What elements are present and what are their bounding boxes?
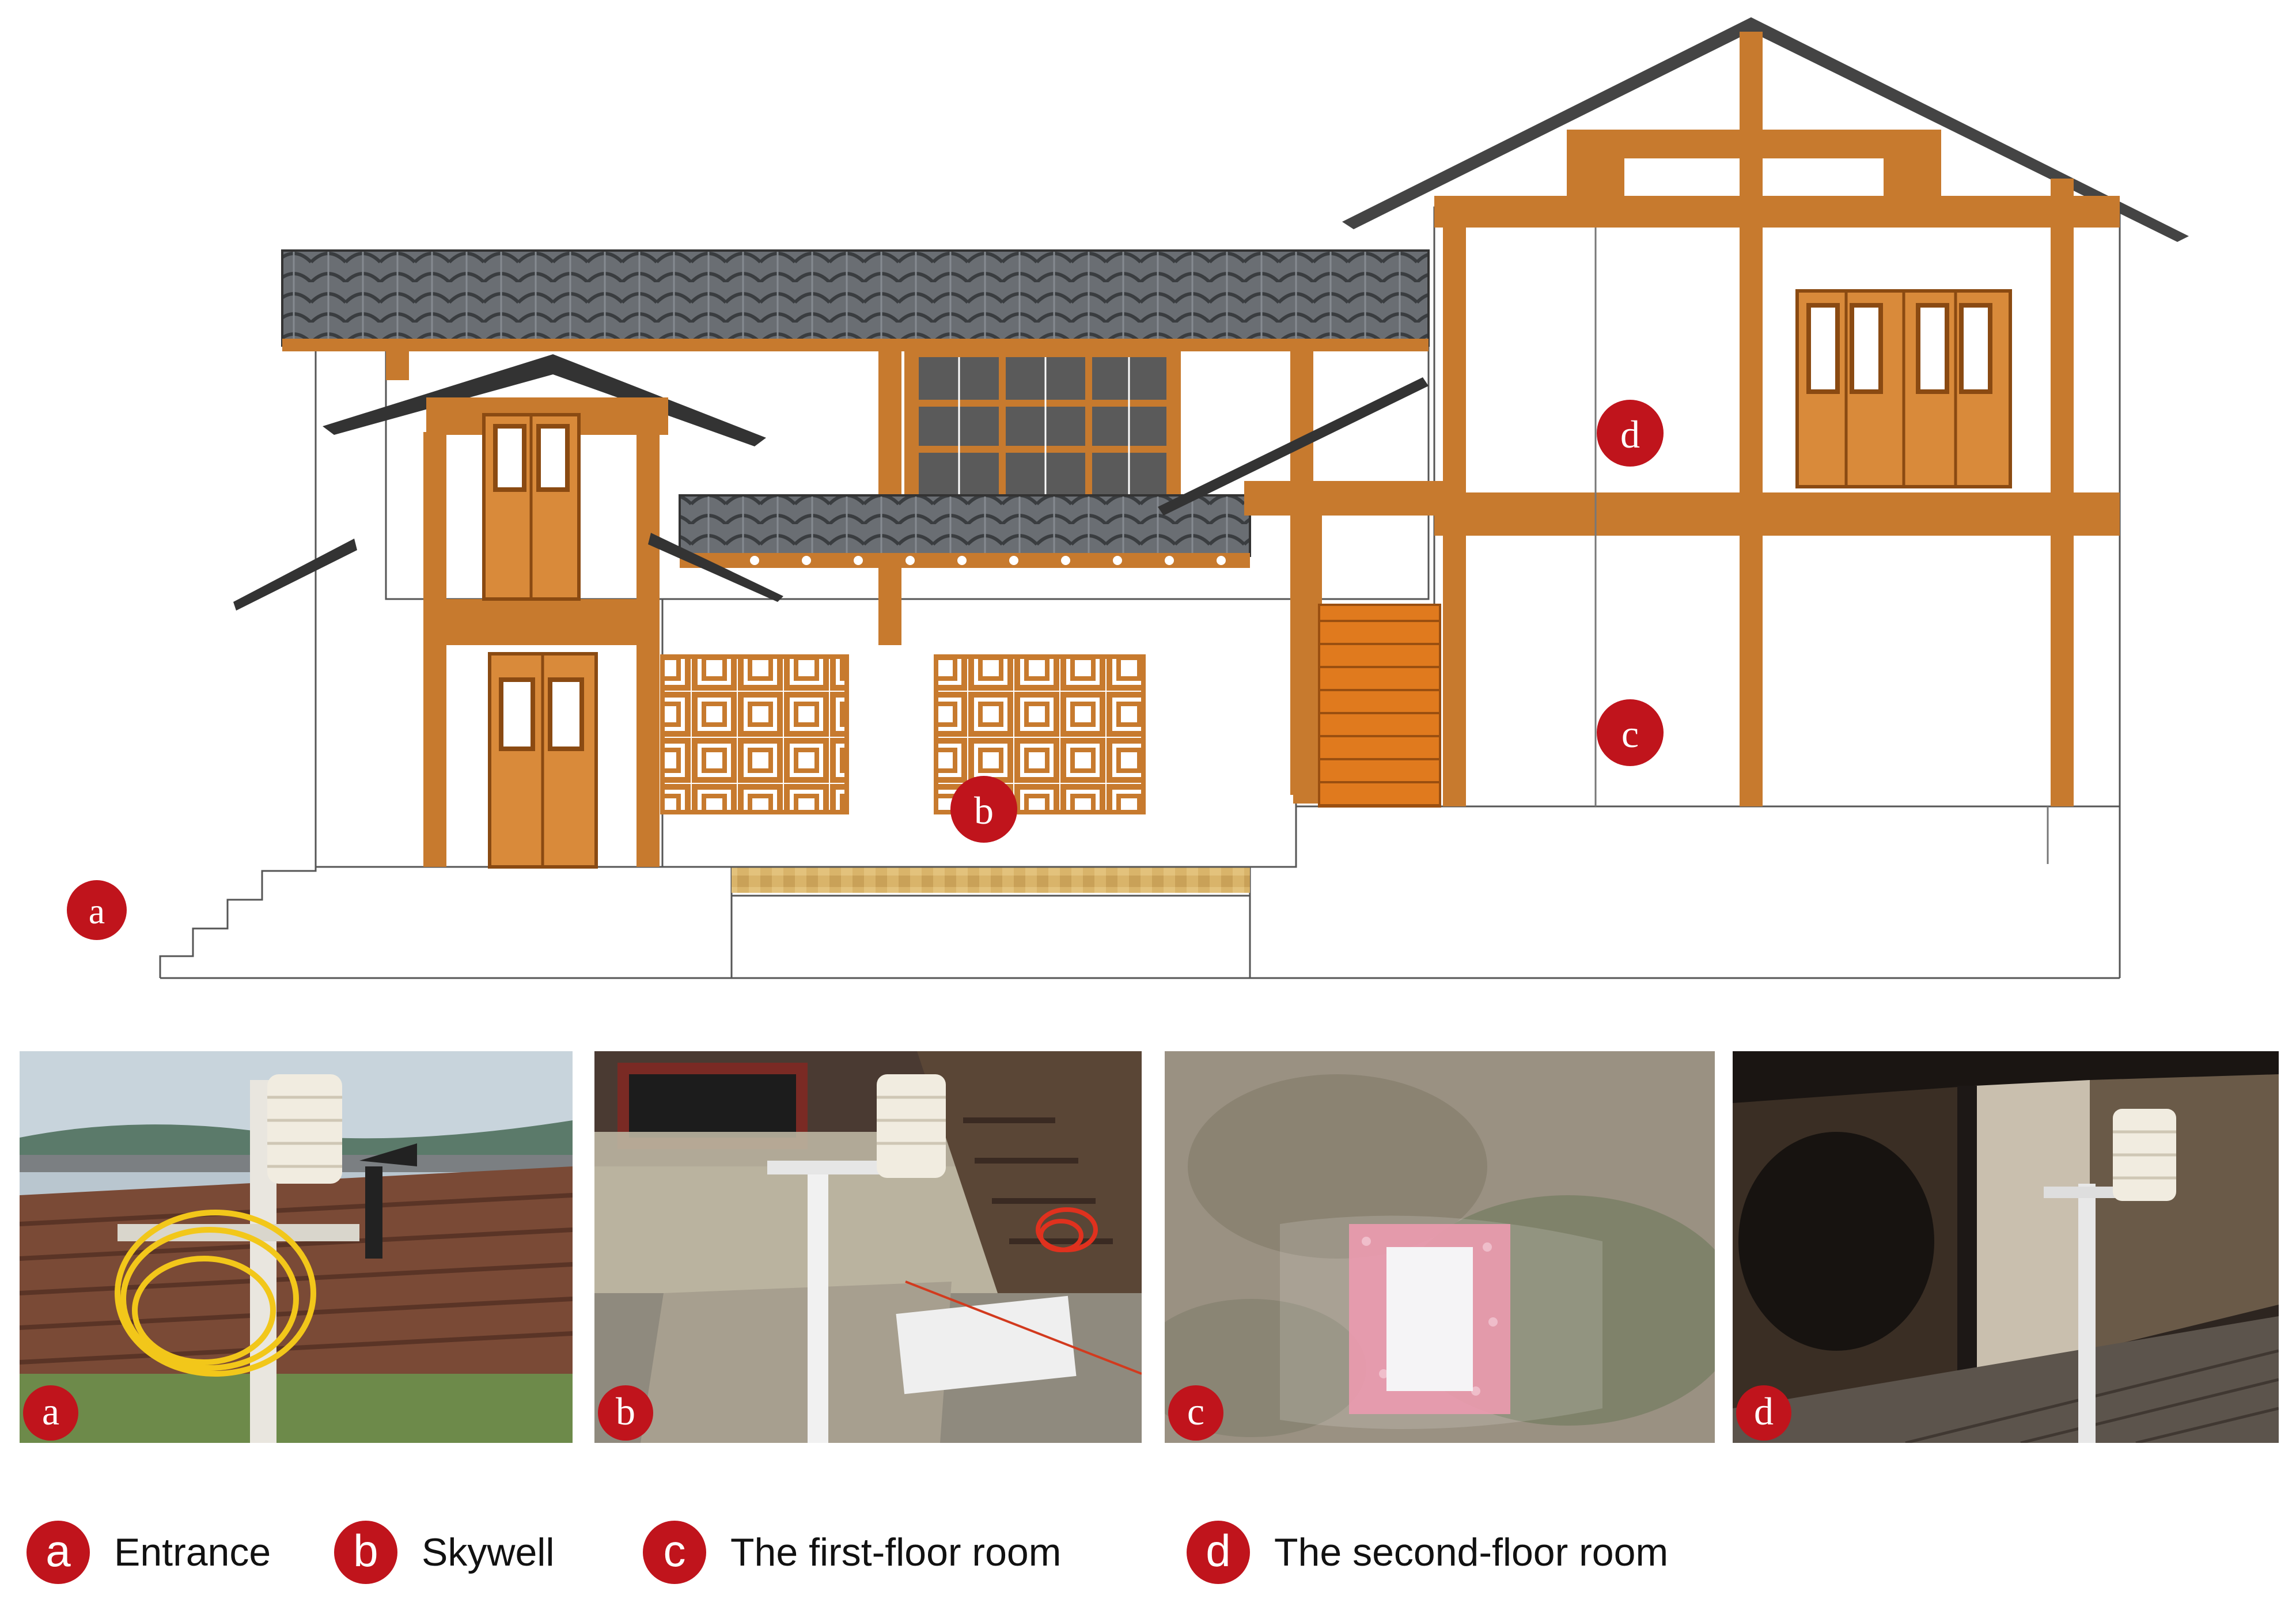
left-gable bbox=[323, 354, 766, 869]
elevation-marker-b: b bbox=[950, 776, 1017, 843]
main-roof bbox=[281, 249, 1430, 347]
svg-text:b: b bbox=[974, 789, 994, 832]
legend-first-floor-room: c The first-floor room bbox=[643, 1518, 1061, 1587]
legend-marker-b: b bbox=[334, 1521, 397, 1584]
building-elevation: a b c d bbox=[67, 17, 2189, 979]
sensor-shield-icon bbox=[877, 1074, 946, 1178]
svg-text:d: d bbox=[1620, 412, 1640, 456]
photo-marker-a: a bbox=[23, 1385, 78, 1441]
legend-second-floor-room: d The second-floor room bbox=[1187, 1518, 1668, 1587]
photo-second-floor-room: d bbox=[1733, 1051, 2279, 1443]
legend-skywell: b Skywell bbox=[334, 1518, 555, 1587]
sensor-shield-icon bbox=[267, 1074, 342, 1184]
legend-label-skywell: Skywell bbox=[422, 1530, 555, 1574]
elevation-marker-c: c bbox=[1597, 699, 1664, 766]
left-eave bbox=[233, 539, 357, 611]
legend-marker-a: a bbox=[26, 1521, 90, 1584]
legend-marker-d: d bbox=[1187, 1521, 1250, 1584]
photo-first-floor-room: c bbox=[1165, 1051, 1715, 1443]
mid-eave bbox=[648, 533, 783, 602]
grid-window bbox=[904, 348, 1181, 501]
photo-marker-d: d bbox=[1736, 1385, 1791, 1441]
svg-text:c: c bbox=[1621, 712, 1639, 756]
lattice-window-1 bbox=[660, 654, 849, 814]
legend-label-entrance: Entrance bbox=[114, 1530, 271, 1574]
elevation-marker-a: a bbox=[67, 880, 127, 940]
anemometer-icon bbox=[359, 1143, 417, 1259]
right-block bbox=[1244, 17, 2189, 864]
photo-marker-c: c bbox=[1168, 1385, 1223, 1441]
photo-entrance: a bbox=[20, 1051, 573, 1443]
stone-terrace bbox=[732, 867, 1250, 893]
elevation-marker-d: d bbox=[1597, 400, 1664, 467]
legend-entrance: a Entrance bbox=[26, 1518, 271, 1587]
stair-eave bbox=[1158, 377, 1429, 516]
photo-skywell: b bbox=[594, 1051, 1142, 1443]
legend-marker-c: c bbox=[643, 1521, 706, 1584]
photo-marker-b: b bbox=[598, 1385, 653, 1441]
svg-text:a: a bbox=[89, 891, 105, 931]
legend-label-first-floor-room: The first-floor room bbox=[730, 1530, 1062, 1574]
sensor-shield-icon bbox=[2113, 1109, 2176, 1201]
legend-label-second-floor-room: The second-floor room bbox=[1274, 1530, 1669, 1574]
